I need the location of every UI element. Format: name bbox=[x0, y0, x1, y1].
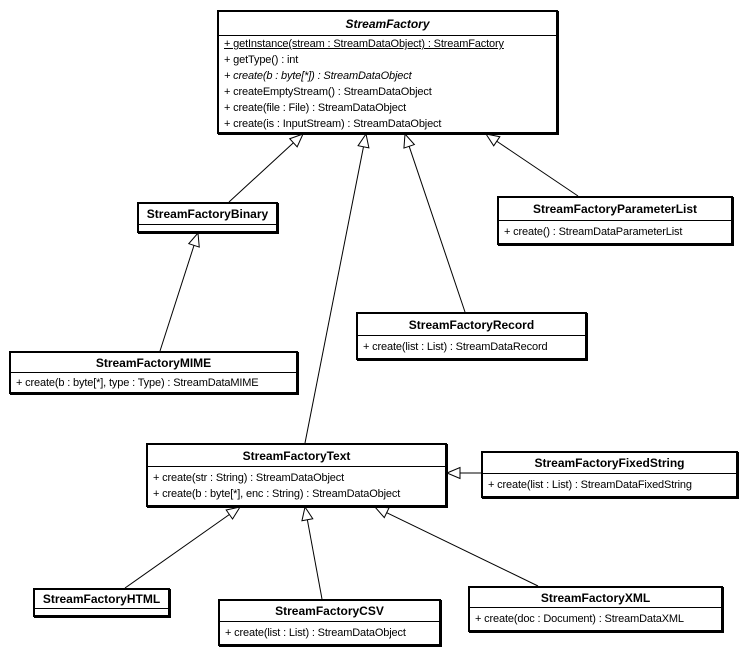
hollow-triangle-arrowhead bbox=[301, 505, 314, 522]
method-label: + create(list : List) : StreamDataObject bbox=[225, 627, 406, 639]
methods-compartment: + create() : StreamDataParameterList bbox=[499, 221, 731, 243]
class-box-streamfactoryrecord[interactable]: StreamFactoryRecord + create(list : List)… bbox=[356, 312, 587, 360]
method-label: + createEmptyStream() : StreamDataObject bbox=[224, 86, 432, 98]
class-name-label: StreamFactory bbox=[219, 12, 556, 36]
method-label: + create(list : List) : StreamDataRecord bbox=[363, 341, 548, 353]
class-name-label: StreamFactoryHTML bbox=[35, 590, 168, 609]
hollow-triangle-arrowhead bbox=[403, 132, 416, 149]
generalization-streamfactoryfixedstring-to-streamfactorytext bbox=[445, 466, 481, 480]
method-label: + create(str : String) : StreamDataObjec… bbox=[153, 472, 345, 484]
class-name-label: StreamFactoryText bbox=[148, 445, 445, 467]
class-name-label: StreamFactoryBinary bbox=[139, 204, 276, 225]
method-label: + create() : StreamDataParameterList bbox=[504, 226, 683, 238]
method-label: + getInstance(stream : StreamDataObject)… bbox=[224, 38, 504, 50]
class-box-streamfactoryfixedstring[interactable]: StreamFactoryFixedString + create(list : … bbox=[481, 451, 738, 498]
generalization-streamfactoryrecord-to-streamfactory bbox=[403, 132, 466, 313]
method-label: + create(doc : Document) : StreamDataXML bbox=[475, 613, 684, 625]
class-name-label: StreamFactoryRecord bbox=[358, 314, 585, 336]
class-box-streamfactoryhtml[interactable]: StreamFactoryHTML bbox=[33, 588, 170, 617]
generalization-streamfactorybinary-to-streamfactory bbox=[228, 133, 304, 203]
class-box-streamfactorycsv[interactable]: StreamFactoryCSV + create(list : List) : … bbox=[218, 599, 441, 646]
method-label: + create(b : byte[*], enc : String) : St… bbox=[153, 488, 401, 500]
generalization-streamfactoryparameterlist-to-streamfactory bbox=[484, 133, 579, 197]
methods-compartment: + create(str : String) : StreamDataObjec… bbox=[148, 467, 445, 505]
method-label: + create(is : InputStream) : StreamDataO… bbox=[224, 118, 442, 130]
generalization-streamfactorycsv-to-streamfactorytext bbox=[301, 505, 323, 600]
method-label: + create(b : byte[*]) : StreamDataObject bbox=[224, 70, 412, 82]
method-label: + getType() : int bbox=[224, 54, 299, 66]
class-box-streamfactorytext[interactable]: StreamFactoryText + create(str : String) … bbox=[146, 443, 447, 507]
method-label: + create(file : File) : StreamDataObject bbox=[224, 102, 406, 114]
hollow-triangle-arrowhead bbox=[373, 506, 390, 519]
methods-compartment: + create(doc : Document) : StreamDataXML bbox=[470, 608, 721, 630]
methods-compartment: + create(list : List) : StreamDataRecord bbox=[358, 336, 585, 358]
hollow-triangle-arrowhead bbox=[357, 132, 370, 149]
hollow-triangle-arrowhead bbox=[288, 133, 304, 148]
methods-compartment: + create(list : List) : StreamDataObject bbox=[220, 622, 439, 644]
methods-compartment: + getInstance(stream : StreamDataObject)… bbox=[219, 36, 556, 132]
hollow-triangle-arrowhead bbox=[484, 133, 501, 147]
class-name-label: StreamFactoryCSV bbox=[220, 601, 439, 622]
hollow-triangle-arrowhead bbox=[445, 466, 461, 480]
class-box-streamfactory[interactable]: StreamFactory + getInstance(stream : Stre… bbox=[217, 10, 558, 134]
generalization-streamfactoryhtml-to-streamfactorytext bbox=[124, 506, 242, 589]
class-box-streamfactorymime[interactable]: StreamFactoryMIME + create(b : byte[*], t… bbox=[9, 351, 298, 394]
generalization-streamfactorymime-to-streamfactorybinary bbox=[159, 231, 200, 352]
class-name-label: StreamFactoryMIME bbox=[11, 353, 296, 373]
methods-compartment bbox=[35, 609, 168, 615]
methods-compartment: + create(list : List) : StreamDataFixedS… bbox=[483, 474, 736, 496]
class-box-streamfactorybinary[interactable]: StreamFactoryBinary bbox=[137, 202, 278, 233]
hollow-triangle-arrowhead bbox=[225, 506, 242, 520]
class-name-label: StreamFactoryParameterList bbox=[499, 198, 731, 221]
methods-compartment: + create(b : byte[*], type : Type) : Str… bbox=[11, 373, 296, 392]
generalization-streamfactoryxml-to-streamfactorytext bbox=[373, 506, 539, 587]
class-name-label: StreamFactoryFixedString bbox=[483, 453, 736, 474]
class-box-streamfactoryxml[interactable]: StreamFactoryXML + create(doc : Document)… bbox=[468, 586, 723, 632]
class-name-label: StreamFactoryXML bbox=[470, 588, 721, 608]
hollow-triangle-arrowhead bbox=[187, 231, 200, 248]
class-box-streamfactoryparameterlist[interactable]: StreamFactoryParameterList + create() : S… bbox=[497, 196, 733, 245]
generalization-streamfactorytext-to-streamfactory bbox=[304, 132, 370, 444]
method-label: + create(list : List) : StreamDataFixedS… bbox=[488, 479, 692, 491]
method-label: + create(b : byte[*], type : Type) : Str… bbox=[16, 376, 259, 389]
methods-compartment bbox=[139, 225, 276, 231]
